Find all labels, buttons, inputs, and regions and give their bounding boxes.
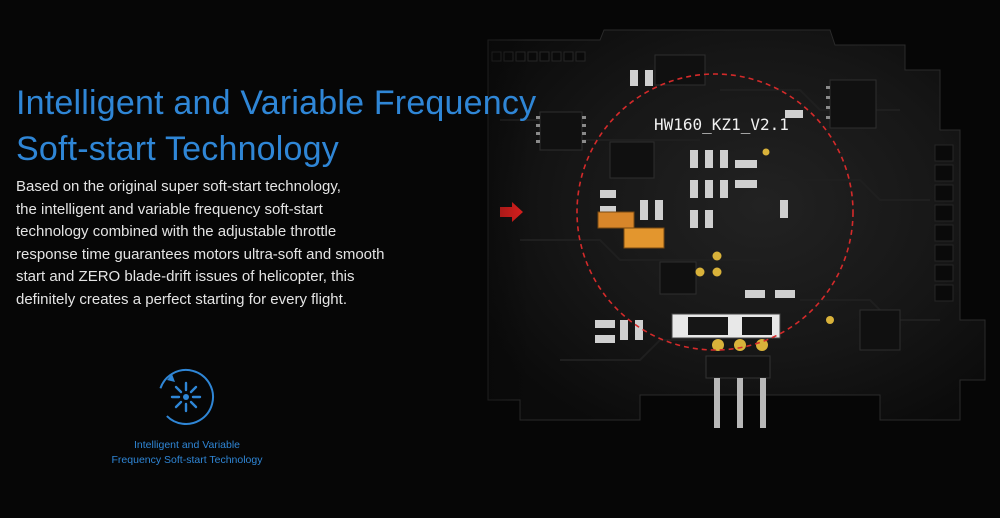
caption-line-2: Frequency Soft-start Technology <box>111 454 263 466</box>
description-line: start and ZERO blade-drift issues of hel… <box>16 268 355 285</box>
description-line: technology combined with the adjustable … <box>16 223 337 240</box>
caption-line-1: Intelligent and Variable <box>133 439 241 451</box>
feature-caption: Intelligent and Variable Frequency Soft-… <box>92 438 282 468</box>
board-version-label: HW160_KZ1_V2.1 <box>654 115 789 134</box>
description-line: the intelligent and variable frequency s… <box>16 200 323 218</box>
description-line: response time guarantees motors ultra-so… <box>16 245 385 263</box>
board-silkscreen: HW160_KZ1_V2.1 <box>654 115 789 134</box>
page-title: Intelligent and Variable Frequency Soft-… <box>16 80 536 172</box>
description-line: Based on the original super soft-start t… <box>16 178 341 195</box>
description-line: definitely creates a perfect starting fo… <box>16 290 347 308</box>
soft-start-icon <box>155 366 217 428</box>
title-line-1: Intelligent and Variable Frequency <box>16 84 537 122</box>
feature-description: Based on the original super soft-start t… <box>16 176 416 311</box>
title-line-2: Soft-start Technology <box>16 130 339 168</box>
